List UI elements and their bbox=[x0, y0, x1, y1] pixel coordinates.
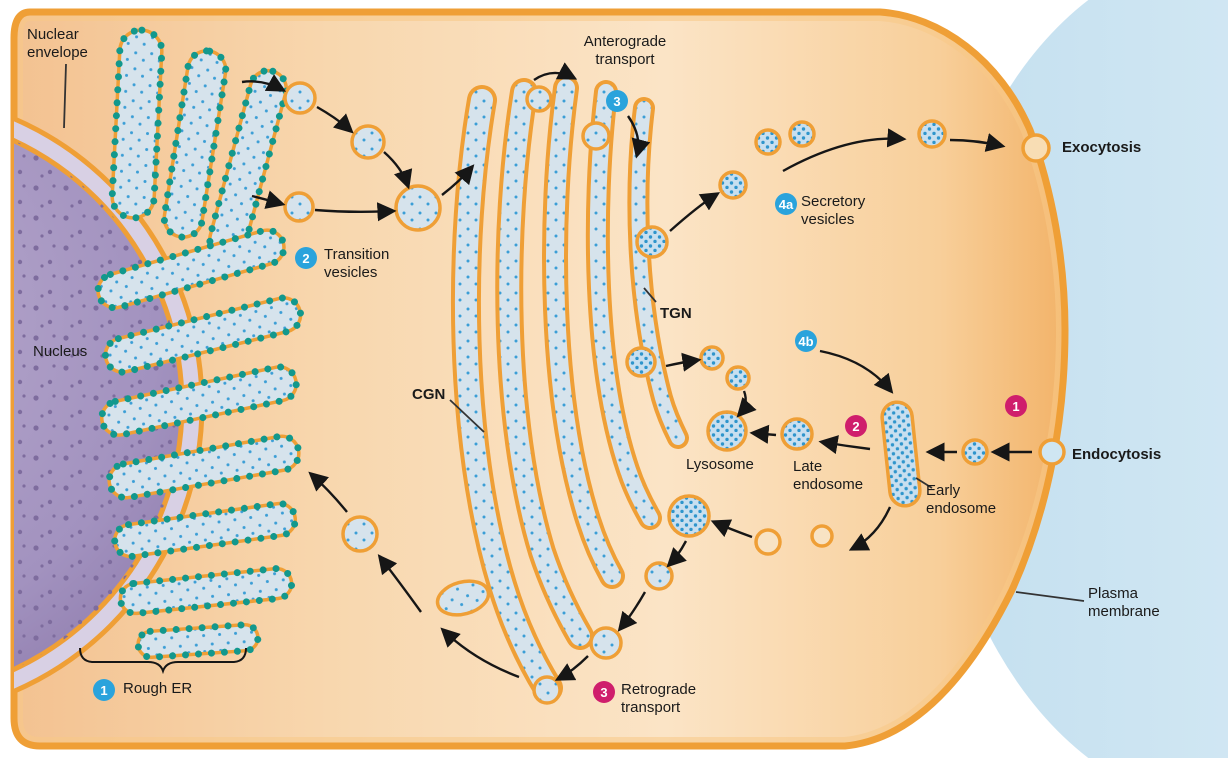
golgi-dense-vesicle bbox=[667, 494, 711, 538]
step-badge-retrograde: 3 bbox=[593, 681, 615, 703]
anterograde-transport-label: Anterograde transport bbox=[583, 33, 667, 68]
transition-vesicle bbox=[283, 191, 315, 223]
recycling-vesicle bbox=[754, 528, 782, 556]
secretory-vesicle bbox=[718, 170, 748, 200]
sorting-vesicle bbox=[699, 345, 725, 371]
transition-vesicle bbox=[350, 124, 386, 160]
nucleus-label: Nucleus bbox=[33, 343, 88, 360]
tgn-bud bbox=[625, 346, 657, 378]
lysosome-label: Lysosome bbox=[686, 456, 754, 473]
transition-vesicles-label: Transition vesicles bbox=[324, 246, 390, 281]
secretory-vesicle bbox=[788, 120, 816, 148]
late-endosome-body bbox=[780, 417, 814, 451]
step-badge-endosomal-route: 4b bbox=[795, 330, 817, 352]
step-badge-endosome-to-lysosome: 2 bbox=[845, 415, 867, 437]
nuclear-envelope-pointer bbox=[63, 63, 67, 129]
transition-vesicle bbox=[283, 81, 317, 115]
anterograde-vesicle bbox=[581, 121, 611, 151]
golgi-tip bbox=[532, 675, 562, 705]
step-badge-secretory: 4a bbox=[775, 193, 797, 215]
exocytosis-label: Exocytosis bbox=[1062, 139, 1142, 156]
cgn-label: CGN bbox=[412, 386, 446, 403]
vesicles bbox=[283, 81, 1066, 660]
secretory-vesicle bbox=[754, 128, 782, 156]
exocytosis-pit bbox=[1021, 133, 1051, 163]
flow-arrows bbox=[241, 62, 1032, 681]
secretory-vesicle bbox=[917, 119, 947, 149]
early-endosome-body bbox=[880, 400, 922, 508]
golgi-buds bbox=[435, 225, 711, 705]
nucleus-speckles bbox=[14, 113, 182, 697]
retrograde-vesicle bbox=[644, 561, 674, 591]
endocytic-vesicle bbox=[961, 438, 989, 466]
early-endosome-label: Early endosome bbox=[926, 482, 997, 517]
recycling-vesicle bbox=[810, 524, 834, 548]
cgn-pointer bbox=[449, 399, 485, 433]
rough-er bbox=[94, 26, 305, 661]
secretory-vesicles-label: Secretory vesicles bbox=[801, 193, 866, 228]
tgn-pointer bbox=[643, 287, 657, 303]
step-badge-rough-er: 1 bbox=[93, 679, 115, 701]
transition-vesicle bbox=[394, 184, 442, 232]
pointer-lines bbox=[63, 63, 1085, 602]
endocytosis-label: Endocytosis bbox=[1072, 446, 1162, 463]
plasma-membrane-pointer bbox=[1015, 591, 1085, 602]
tgn-bud bbox=[635, 225, 669, 259]
golgi-tubule bbox=[435, 579, 491, 617]
early-endosome-pointer bbox=[915, 477, 933, 489]
late-endosome-label: Late endosome bbox=[793, 458, 864, 493]
nuclear-envelope-label: Nuclear envelope bbox=[27, 26, 88, 61]
retrograde-vesicle bbox=[341, 515, 379, 553]
lysosome-body bbox=[706, 410, 748, 452]
sorting-vesicle bbox=[725, 365, 751, 391]
rough-er-brace bbox=[79, 647, 247, 675]
plasma-membrane-label: Plasma membrane bbox=[1088, 585, 1160, 620]
tgn-label: TGN bbox=[660, 305, 692, 322]
rough-er-label: Rough ER bbox=[123, 680, 193, 697]
plasma-membrane-line bbox=[10, 8, 1069, 750]
step-badge-endocytosis: 1 bbox=[1005, 395, 1027, 417]
retrograde-transport-label: Retrograde transport bbox=[621, 681, 697, 716]
endocytosis-pit bbox=[1038, 438, 1066, 466]
golgi-apparatus bbox=[450, 75, 689, 703]
retrograde-vesicle bbox=[589, 626, 623, 660]
step-badge-transition-vesicles: 2 bbox=[295, 247, 317, 269]
step-badge-anterograde: 3 bbox=[606, 90, 628, 112]
anterograde-vesicle bbox=[525, 85, 553, 113]
